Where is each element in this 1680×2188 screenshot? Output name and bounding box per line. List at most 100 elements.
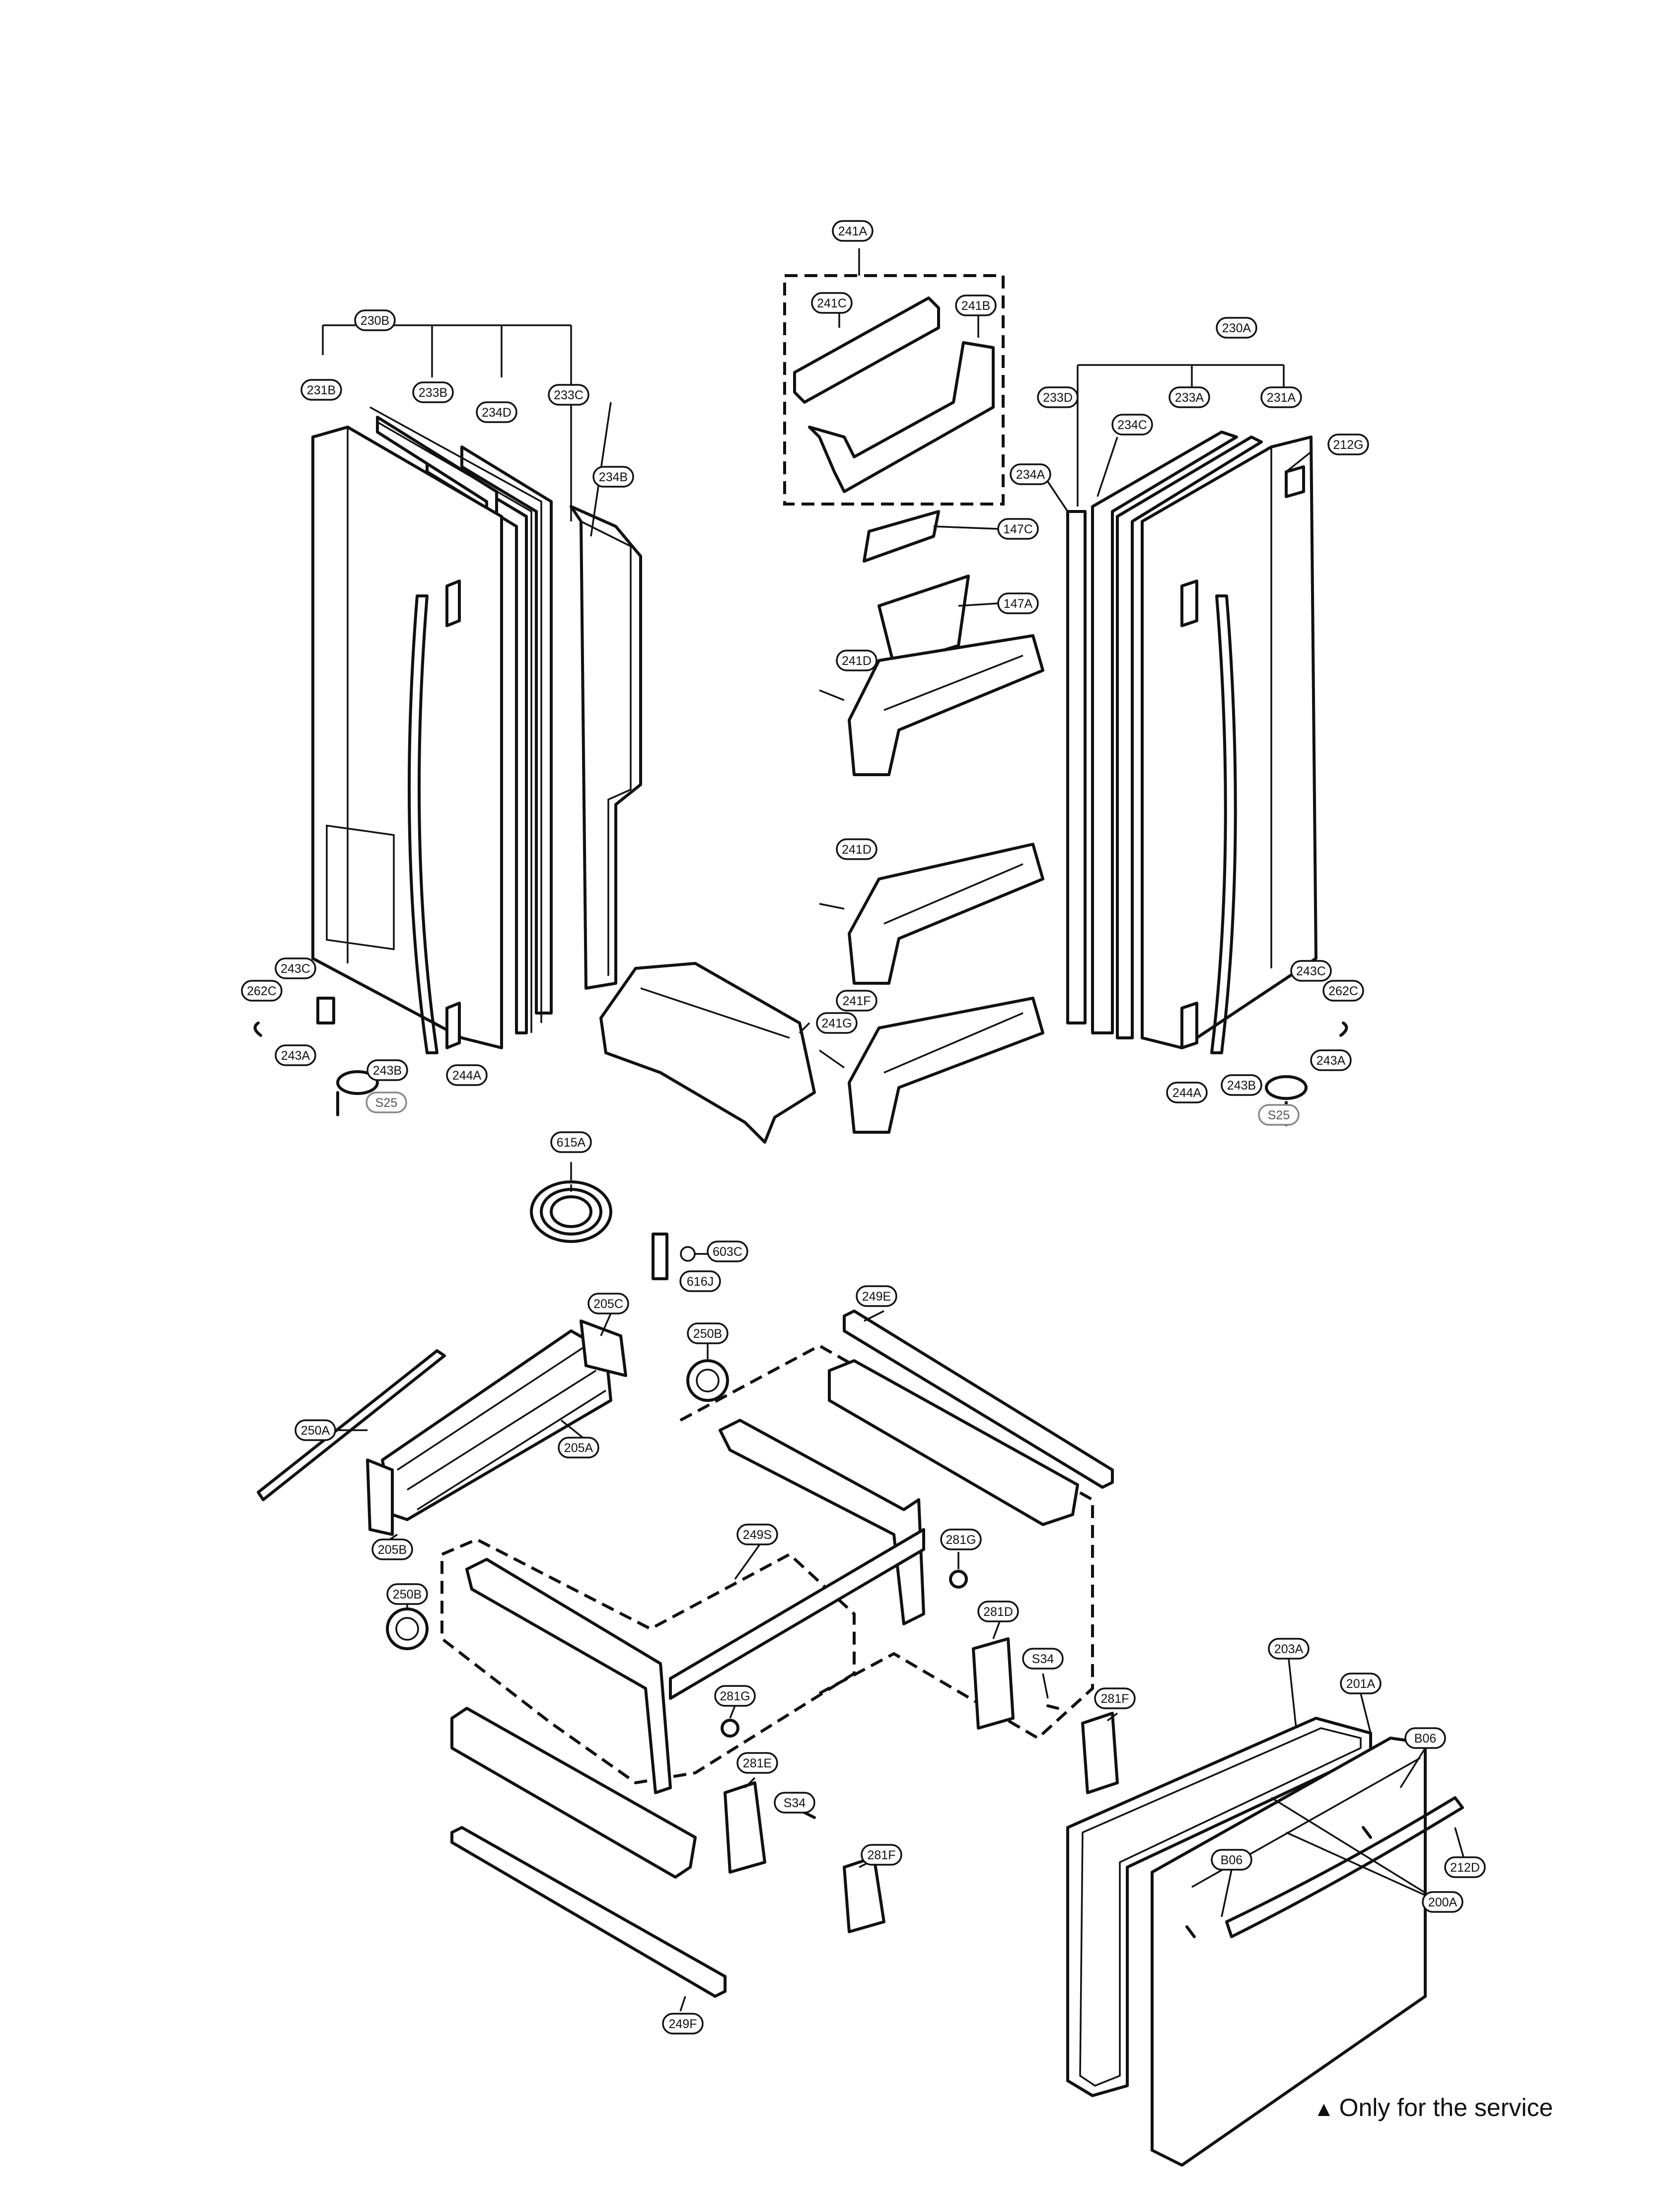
svg-text:250A: 250A (301, 1424, 330, 1438)
freezer-door (1066, 1717, 1464, 2167)
callout-233A: 233A (1169, 386, 1210, 408)
svg-text:243A: 243A (1316, 1054, 1346, 1068)
callout-234B: 234B (592, 466, 634, 488)
callout-241D-lower: 241D (836, 838, 877, 860)
callout-212D: 212D (1444, 1856, 1486, 1878)
callout-243B-right: 243B (1221, 1074, 1262, 1096)
callout-281F-left: 281F (861, 1844, 902, 1866)
svg-text:231A: 231A (1267, 391, 1296, 405)
svg-text:233B: 233B (419, 386, 447, 400)
callout-241A: 241A (832, 220, 874, 242)
callout-243A-left: 243A (275, 1044, 316, 1066)
callout-234A: 234A (1010, 463, 1051, 485)
svg-text:B06: B06 (1414, 1732, 1436, 1746)
svg-text:S25: S25 (1268, 1108, 1290, 1122)
svg-text:234B: 234B (599, 470, 628, 484)
callout-233B: 233B (412, 381, 454, 403)
callout-S25-left: S25 (365, 1092, 407, 1113)
svg-text:241D: 241D (842, 843, 872, 857)
svg-text:281F: 281F (1101, 1692, 1129, 1706)
callout-233D: 233D (1037, 386, 1079, 408)
callout-205C: 205C (587, 1293, 629, 1314)
svg-text:234C: 234C (1117, 418, 1147, 432)
svg-text:249E: 249E (862, 1290, 891, 1304)
svg-text:244A: 244A (452, 1069, 482, 1083)
svg-text:147A: 147A (1004, 597, 1033, 611)
svg-text:212D: 212D (1450, 1861, 1480, 1875)
svg-text:S34: S34 (784, 1796, 806, 1810)
callout-281E: 281E (736, 1752, 778, 1774)
callout-B06-lower: B06 (1211, 1849, 1252, 1871)
callout-200A: 200A (1422, 1891, 1463, 1913)
svg-text:241A: 241A (838, 224, 868, 238)
svg-text:243A: 243A (281, 1049, 310, 1063)
callout-201A: 201A (1340, 1673, 1382, 1694)
callout-212G: 212G (1327, 434, 1369, 455)
svg-text:281G: 281G (720, 1689, 750, 1703)
svg-text:201A: 201A (1346, 1677, 1376, 1691)
svg-text:230B: 230B (361, 314, 389, 328)
callout-262C-left: 262C (241, 980, 283, 1002)
svg-text:241C: 241C (817, 296, 847, 310)
triangle-icon: ▲ (1314, 2097, 1334, 2120)
svg-text:233C: 233C (554, 388, 584, 402)
svg-text:281E: 281E (743, 1756, 772, 1770)
svg-text:B06: B06 (1221, 1853, 1242, 1867)
svg-text:281G: 281G (946, 1533, 976, 1547)
svg-text:205A: 205A (564, 1441, 593, 1455)
svg-text:249S: 249S (743, 1528, 772, 1542)
svg-text:203A: 203A (1274, 1642, 1304, 1656)
svg-text:616J: 616J (687, 1275, 714, 1289)
callout-249F: 249F (662, 2013, 704, 2035)
callout-230A: 230A (1216, 317, 1257, 339)
svg-text:233A: 233A (1175, 391, 1204, 405)
callout-244A-left: 244A (446, 1064, 488, 1086)
svg-text:243C: 243C (1296, 964, 1326, 978)
svg-text:250B: 250B (393, 1588, 422, 1602)
callout-615A: 615A (550, 1131, 592, 1153)
svg-text:241G: 241G (821, 1017, 852, 1030)
svg-text:212G: 212G (1333, 438, 1363, 452)
callout-249S: 249S (736, 1524, 778, 1545)
service-note: ▲Only for the service (1314, 2093, 1553, 2122)
callout-S25-right: S25 (1258, 1104, 1300, 1126)
callout-243B-left: 243B (366, 1059, 408, 1081)
callout-616J: 616J (679, 1270, 721, 1292)
svg-text:200A: 200A (1428, 1896, 1458, 1909)
svg-text:S34: S34 (1032, 1652, 1054, 1666)
callout-147A: 147A (997, 592, 1039, 614)
svg-text:241B: 241B (961, 299, 990, 313)
callout-250A: 250A (294, 1419, 336, 1441)
callout-231A: 231A (1260, 386, 1302, 408)
svg-text:262C: 262C (247, 984, 277, 998)
callout-244A-right: 244A (1166, 1082, 1208, 1103)
svg-text:234D: 234D (482, 406, 511, 420)
svg-text:241F: 241F (843, 994, 871, 1008)
callout-241B: 241B (955, 294, 997, 316)
svg-text:S25: S25 (375, 1096, 397, 1110)
door-bins (599, 248, 1044, 1144)
callout-603C: 603C (707, 1240, 748, 1262)
leader-lines (338, 402, 1466, 2012)
callout-231B: 231B (300, 379, 342, 401)
callout-labels: 230B 231B 233B 234D 233C 234B 241A 241C … (241, 220, 1486, 2035)
callout-S34-left: S34 (774, 1792, 815, 1814)
svg-text:147C: 147C (1003, 522, 1033, 536)
callout-281G-left: 281G (714, 1685, 756, 1707)
svg-text:205B: 205B (378, 1543, 407, 1557)
wire-and-fittings (530, 1162, 696, 1280)
callout-S34-right: S34 (1022, 1648, 1064, 1670)
svg-text:281F: 281F (868, 1848, 896, 1862)
callout-234D: 234D (476, 401, 517, 423)
right-door-assembly (1066, 364, 1348, 1126)
svg-text:230A: 230A (1222, 321, 1251, 335)
callout-241D-upper: 241D (836, 650, 877, 671)
callout-281G-right: 281G (940, 1529, 982, 1550)
svg-text:234A: 234A (1016, 468, 1045, 482)
callout-205B: 205B (371, 1538, 413, 1560)
callout-147C: 147C (997, 518, 1039, 540)
callout-243C-left: 243C (275, 957, 316, 979)
callout-243A-right: 243A (1310, 1049, 1352, 1071)
service-note-text: Only for the service (1339, 2094, 1553, 2121)
